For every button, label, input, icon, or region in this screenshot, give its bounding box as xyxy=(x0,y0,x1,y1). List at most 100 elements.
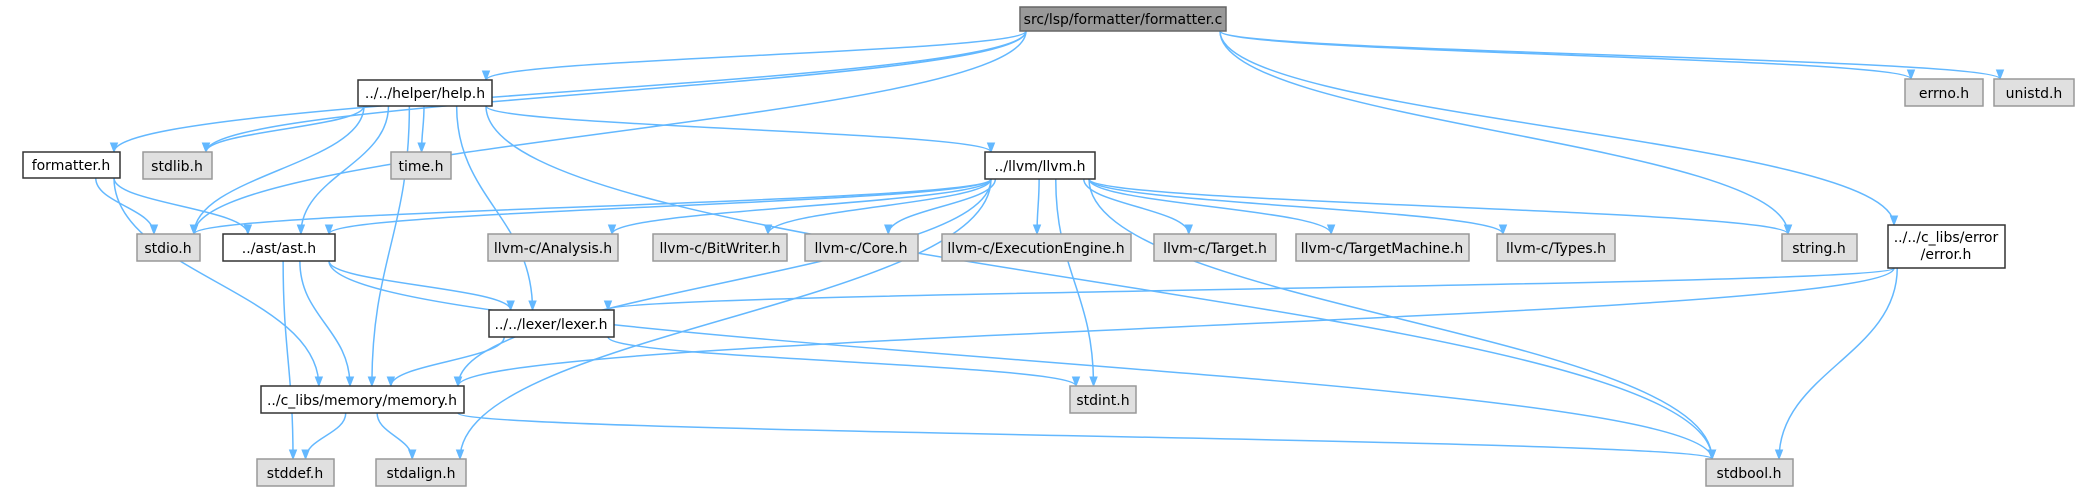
edge-line xyxy=(607,336,1077,387)
edge-llvm-to-stdalign xyxy=(455,178,992,461)
node-unistd[interactable]: unistd.h xyxy=(1993,78,2075,107)
edge-formatterh-to-ast xyxy=(113,177,253,236)
edge-line xyxy=(1088,178,1332,235)
node-help[interactable]: ../../helper/help.h xyxy=(357,79,493,107)
edge-arrowhead xyxy=(189,224,199,236)
edge-line xyxy=(611,178,992,235)
edge-lexer-to-memory xyxy=(386,336,505,388)
edge-line xyxy=(485,30,1027,81)
edge-line xyxy=(376,412,413,460)
edge-line xyxy=(113,177,320,387)
edge-arrowhead xyxy=(1326,224,1336,236)
edge-line xyxy=(205,30,1027,153)
node-stddef[interactable]: stddef.h xyxy=(256,458,335,487)
node-memory[interactable]: ../c_libs/memory/memory.h xyxy=(260,385,465,414)
node-errno[interactable]: errno.h xyxy=(1904,78,1984,107)
node-label: ../../helper/help.h xyxy=(365,86,485,102)
node-label: stddef.h xyxy=(267,466,323,482)
edge-arrowhead xyxy=(884,224,893,236)
edge-arrowhead xyxy=(367,376,377,388)
node-exec[interactable]: llvm-c/ExecutionEngine.h xyxy=(941,233,1132,262)
node-label: ../../lexer/lexer.h xyxy=(495,317,608,333)
node-ast[interactable]: ../ast/ast.h xyxy=(222,233,336,262)
edge-llvm-to-exec xyxy=(1032,178,1042,236)
edge-arrowhead xyxy=(386,376,396,388)
node-label: llvm-c/TargetMachine.h xyxy=(1301,241,1463,257)
edge-arrowhead xyxy=(986,142,996,154)
node-lexer[interactable]: ../../lexer/lexer.h xyxy=(488,309,615,338)
node-label: src/lsp/formatter/formatter.c xyxy=(1024,12,1223,28)
node-stdlib[interactable]: stdlib.h xyxy=(142,151,213,180)
edge-llvm-to-analysis xyxy=(607,178,992,236)
node-label: /error.h xyxy=(1921,247,1972,263)
node-llvm[interactable]: ../llvm/llvm.h xyxy=(984,151,1096,180)
node-types[interactable]: llvm-c/Types.h xyxy=(1496,233,1616,262)
edge-arrowhead xyxy=(1071,376,1081,388)
edge-arrowhead xyxy=(1498,224,1508,236)
node-label: llvm-c/Core.h xyxy=(815,241,908,257)
edge-line xyxy=(1219,30,1789,235)
edge-help-to-lexer xyxy=(455,105,537,312)
edge-root-to-errno xyxy=(1219,30,1916,81)
node-stdint[interactable]: stdint.h xyxy=(1069,385,1137,414)
edge-line xyxy=(457,178,992,387)
edge-line xyxy=(304,412,347,460)
edge-llvm-to-memory xyxy=(453,178,992,388)
node-label: unistd.h xyxy=(2006,86,2063,102)
edge-arrowhead xyxy=(345,376,355,388)
node-string[interactable]: string.h xyxy=(1781,233,1858,262)
edge-error-to-lexer xyxy=(603,267,1895,312)
edge-line xyxy=(299,260,351,387)
edge-arrowhead xyxy=(201,142,211,154)
edge-line xyxy=(282,260,294,460)
edge-arrowhead xyxy=(1184,224,1193,236)
edge-line xyxy=(1088,178,1504,235)
edge-llvm-to-target xyxy=(1083,178,1193,236)
node-stdalign[interactable]: stdalign.h xyxy=(375,458,467,487)
edge-arrowhead xyxy=(528,300,537,312)
node-stdio[interactable]: stdio.h xyxy=(136,233,201,262)
edge-line xyxy=(1219,30,1895,226)
edge-line xyxy=(95,177,155,235)
edge-help-to-time xyxy=(417,105,426,154)
node-error[interactable]: ../../c_libs/error/error.h xyxy=(1887,224,2006,269)
edge-line xyxy=(887,178,997,235)
edge-line xyxy=(455,105,534,311)
edge-line xyxy=(390,336,505,387)
node-label: llvm-c/BitWriter.h xyxy=(660,241,781,257)
nodes-layer: src/lsp/formatter/formatter.c errno.h un… xyxy=(22,6,2075,487)
node-label: string.h xyxy=(1792,241,1846,257)
edge-line xyxy=(193,30,1027,235)
edge-formatterh-to-memory xyxy=(113,177,324,388)
edge-arrowhead xyxy=(1906,69,1916,81)
node-analysis[interactable]: llvm-c/Analysis.h xyxy=(487,233,619,262)
edge-arrowhead xyxy=(1032,224,1042,236)
edge-arrowhead xyxy=(607,224,617,236)
edge-line xyxy=(1219,30,2001,80)
node-formatterh[interactable]: formatter.h xyxy=(22,151,121,179)
edge-llvm-to-ast xyxy=(324,178,992,236)
edge-arrowhead xyxy=(603,300,613,312)
edge-llvm-to-bitwriter xyxy=(763,178,992,236)
node-core[interactable]: llvm-c/Core.h xyxy=(804,233,919,262)
edge-line xyxy=(607,267,1895,311)
edge-ast-to-memory xyxy=(299,260,355,388)
node-root[interactable]: src/lsp/formatter/formatter.c xyxy=(1019,6,1227,32)
node-targetmachine[interactable]: llvm-c/TargetMachine.h xyxy=(1295,233,1470,262)
edge-line xyxy=(485,105,992,153)
node-label: ../c_libs/memory/memory.h xyxy=(267,393,457,409)
edge-formatterh-to-stdio xyxy=(95,177,159,236)
node-time[interactable]: time.h xyxy=(390,151,452,180)
node-target[interactable]: llvm-c/Target.h xyxy=(1153,233,1277,262)
edge-llvm-to-stdbool xyxy=(1088,178,1717,461)
edges-layer xyxy=(95,30,2005,461)
node-bitwriter[interactable]: llvm-c/BitWriter.h xyxy=(652,233,788,262)
edge-memory-to-stdbool xyxy=(457,412,1717,461)
node-stdbool[interactable]: stdbool.h xyxy=(1705,458,1794,487)
node-label: stdio.h xyxy=(144,241,191,257)
edge-arrowhead xyxy=(324,224,334,236)
node-label: stdbool.h xyxy=(1717,466,1782,482)
edge-arrowhead xyxy=(149,224,159,236)
edge-line xyxy=(485,105,1713,460)
